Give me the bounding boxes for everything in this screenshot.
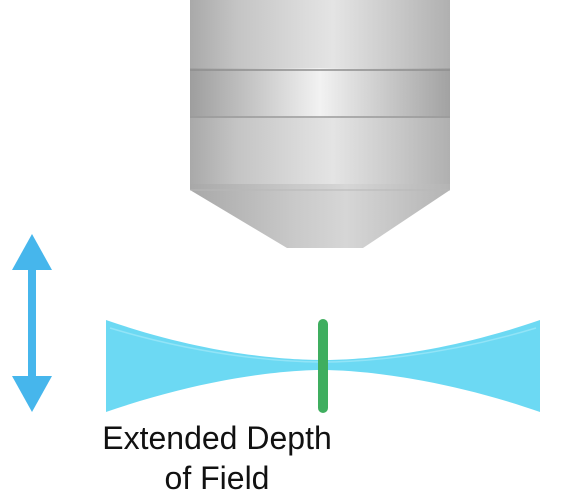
microscope-objective-icon	[190, 0, 450, 248]
objective-lower-barrel	[190, 118, 450, 190]
focal-plane-marker	[318, 319, 328, 413]
depth-of-field-caption: Extended Depth of Field	[60, 418, 374, 498]
vertical-double-arrow-icon	[12, 234, 52, 412]
objective-knurled-ring	[190, 68, 450, 118]
arrow-head-down	[12, 376, 52, 412]
caption-line-1: Extended Depth	[102, 420, 332, 456]
arrow-head-up	[12, 234, 52, 270]
arrow-shaft	[28, 262, 36, 388]
objective-nose-cone	[190, 184, 450, 248]
caption-line-2: of Field	[164, 460, 270, 496]
objective-upper-barrel	[190, 0, 450, 70]
